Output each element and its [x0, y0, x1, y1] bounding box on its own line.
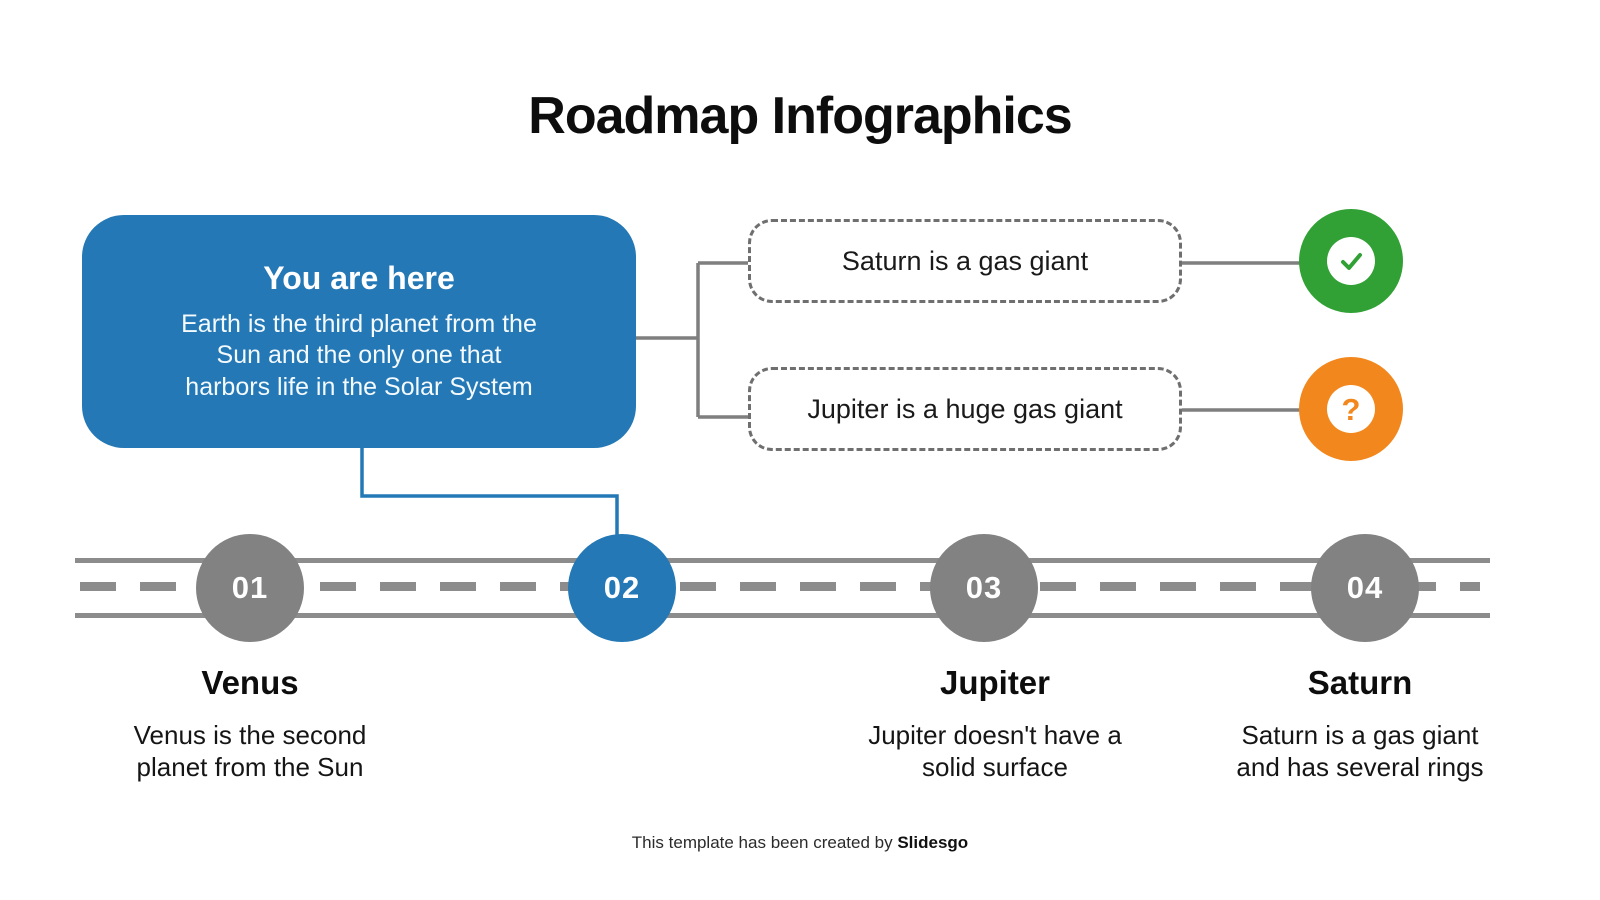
column-saturn-title: Saturn — [1307, 664, 1413, 701]
column-venus: Venus Venus is the second planet from th… — [90, 664, 410, 783]
callout-jupiter-text: Jupiter is a huge gas giant — [807, 393, 1123, 424]
column-saturn: Saturn Saturn is a gas giant and has sev… — [1195, 664, 1525, 783]
milestone-01: 01 — [196, 534, 304, 642]
column-jupiter-title: Jupiter — [939, 664, 1051, 701]
milestone-03: 03 — [930, 534, 1038, 642]
page-title: Roadmap Infographics — [528, 87, 1072, 145]
column-jupiter: Jupiter Jupiter doesn't have a solid sur… — [835, 664, 1155, 783]
check-icon — [1327, 237, 1375, 285]
card-title: You are here — [263, 259, 455, 296]
question-icon: ? — [1327, 385, 1375, 433]
callout-saturn-text: Saturn is a gas giant — [841, 245, 1089, 276]
callout-jupiter: Jupiter is a huge gas giant — [748, 367, 1182, 451]
footer-credit: This template has been created by Slides… — [0, 833, 1600, 853]
column-saturn-body: Saturn is a gas giant and has several ri… — [1236, 720, 1484, 782]
you-are-here-card: You are here Earth is the third planet f… — [82, 215, 636, 448]
column-jupiter-body: Jupiter doesn't have a solid surface — [868, 720, 1122, 782]
column-venus-title: Venus — [201, 664, 299, 701]
road-bottom-line — [75, 613, 1490, 618]
road-center-dashes — [80, 582, 1480, 591]
road-top-line — [75, 558, 1490, 563]
status-circle-question: ? — [1299, 357, 1403, 461]
milestone-04: 04 — [1311, 534, 1419, 642]
callout-saturn: Saturn is a gas giant — [748, 219, 1182, 303]
status-circle-check — [1299, 209, 1403, 313]
card-body: Earth is the third planet from the Sun a… — [181, 309, 537, 401]
footer-brand: Slidesgo — [897, 833, 969, 852]
milestone-02-active: 02 — [568, 534, 676, 642]
column-venus-body: Venus is the second planet from the Sun — [133, 720, 367, 782]
footer-credit-text: This template has been created by — [631, 833, 898, 852]
